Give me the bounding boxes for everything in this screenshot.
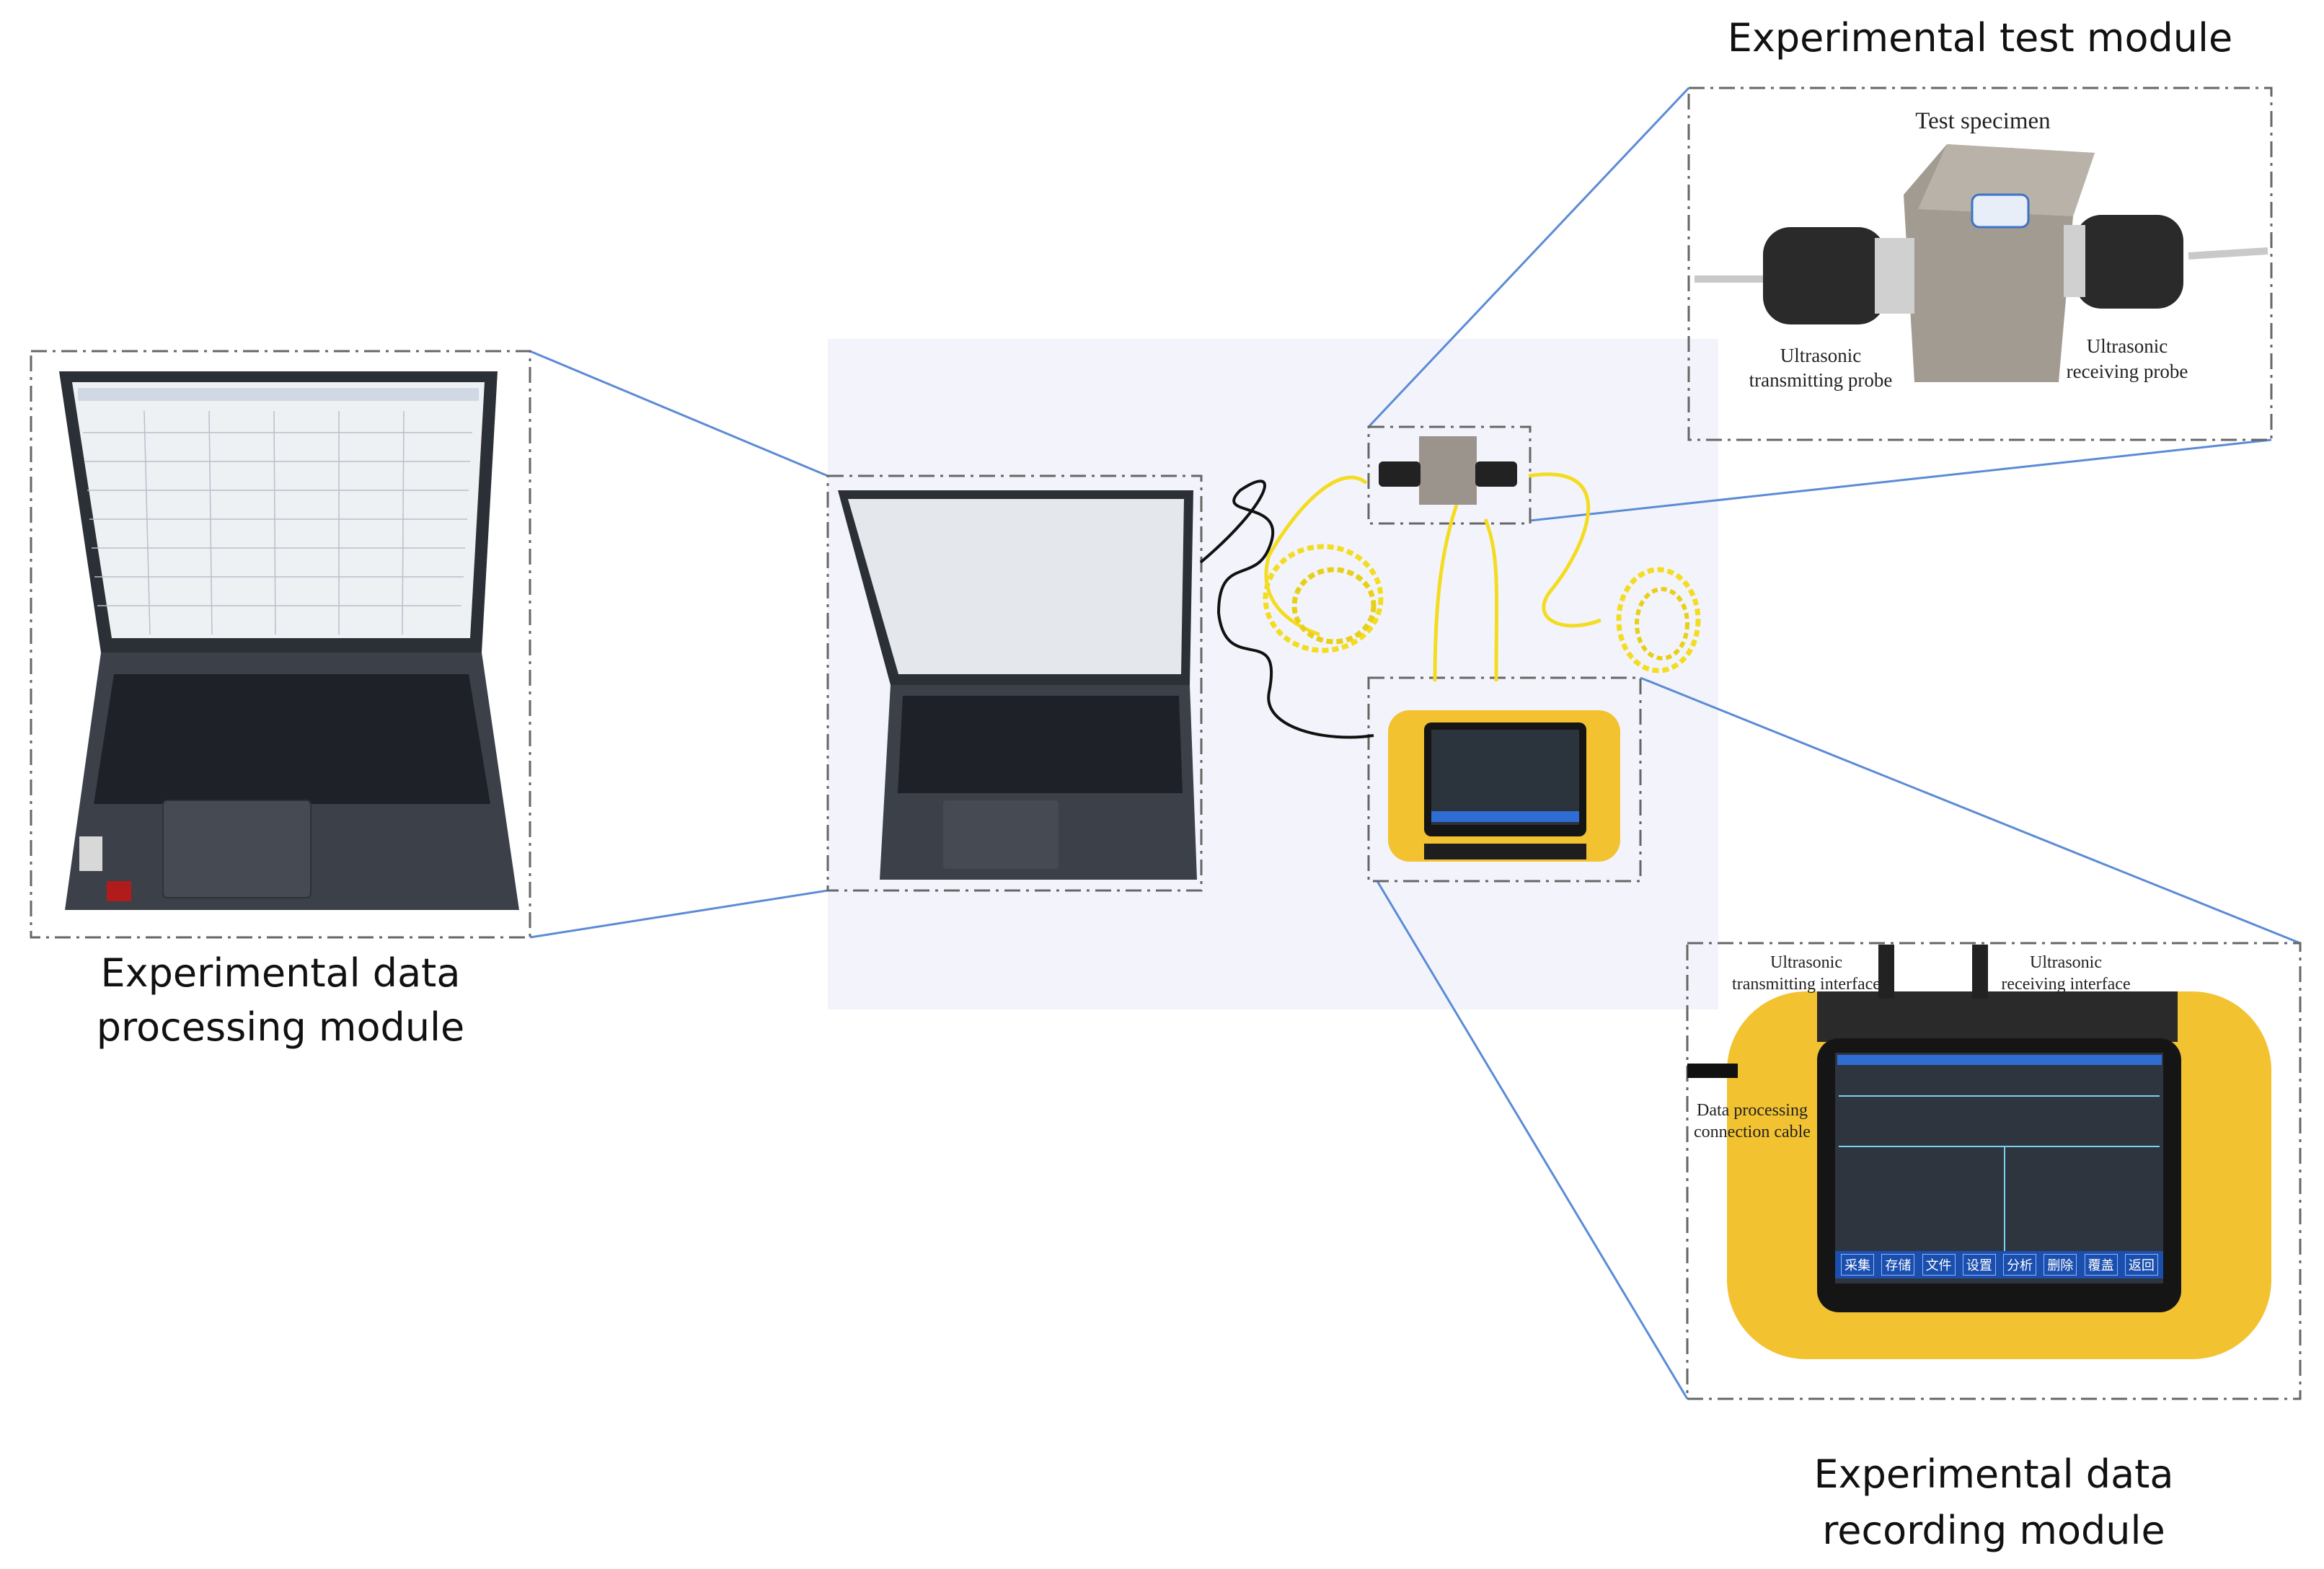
processing-module-title-line2: processing module	[96, 1004, 465, 1050]
transmitting-interface-label-line2: transmitting interface	[1732, 975, 1881, 994]
test-specimen-photo	[1695, 144, 2268, 382]
receiving-interface-label-line2: receiving interface	[2001, 975, 2131, 994]
receiving-interface-label-line1: Ultrasonic	[2030, 953, 2102, 972]
central-laptop-frame	[826, 474, 1203, 892]
screen-button: 设置	[1962, 1254, 1996, 1276]
test-specimen-label: Test specimen	[1915, 108, 2051, 134]
receiving-probe-label-line1: Ultrasonic	[2086, 335, 2168, 357]
screen-button: 删除	[2044, 1254, 2077, 1276]
transmitting-probe-label-line1: Ultrasonic	[1780, 345, 1862, 366]
screen-button: 返回	[2124, 1254, 2158, 1276]
central-recorder-photo	[1388, 710, 1620, 862]
connection-cable-label-line2: connection cable	[1694, 1123, 1811, 1141]
screen-button: 存储	[1881, 1254, 1915, 1276]
connection-cable-label-line1: Data processing	[1697, 1101, 1808, 1120]
recording-detail-frame	[1686, 942, 2302, 1400]
central-laptop-photo	[838, 490, 1197, 880]
recorder-detail-photo	[1687, 945, 2271, 1359]
receiving-probe-label-line2: receiving probe	[2066, 361, 2188, 382]
connector-lines	[529, 87, 2301, 1400]
transmitting-interface-label-line1: Ultrasonic	[1770, 953, 1842, 972]
transmitting-probe-label-line2: transmitting probe	[1749, 369, 1893, 391]
test-module-title: Experimental test module	[1727, 15, 2233, 61]
processing-laptop-photo	[59, 371, 519, 910]
recording-module-title-line2: recording module	[1822, 1508, 2165, 1553]
cables	[1199, 472, 1701, 739]
central-recorder-frame	[1367, 676, 1642, 883]
recording-module-title-line1: Experimental data	[1813, 1451, 2174, 1497]
central-specimen-photo	[1379, 436, 1517, 505]
screen-button: 文件	[1922, 1254, 1956, 1276]
processing-detail-frame	[30, 350, 531, 939]
processing-module-title-line1: Experimental data	[100, 950, 461, 996]
recorder-screen-button-bar: 采集 存储 文件 设置 分析 删除 覆盖 返回	[1837, 1253, 2162, 1276]
screen-button: 分析	[2003, 1254, 2037, 1276]
screen-button: 覆盖	[2084, 1254, 2118, 1276]
test-detail-frame	[1687, 87, 2273, 441]
screen-button: 采集	[1841, 1254, 1875, 1276]
